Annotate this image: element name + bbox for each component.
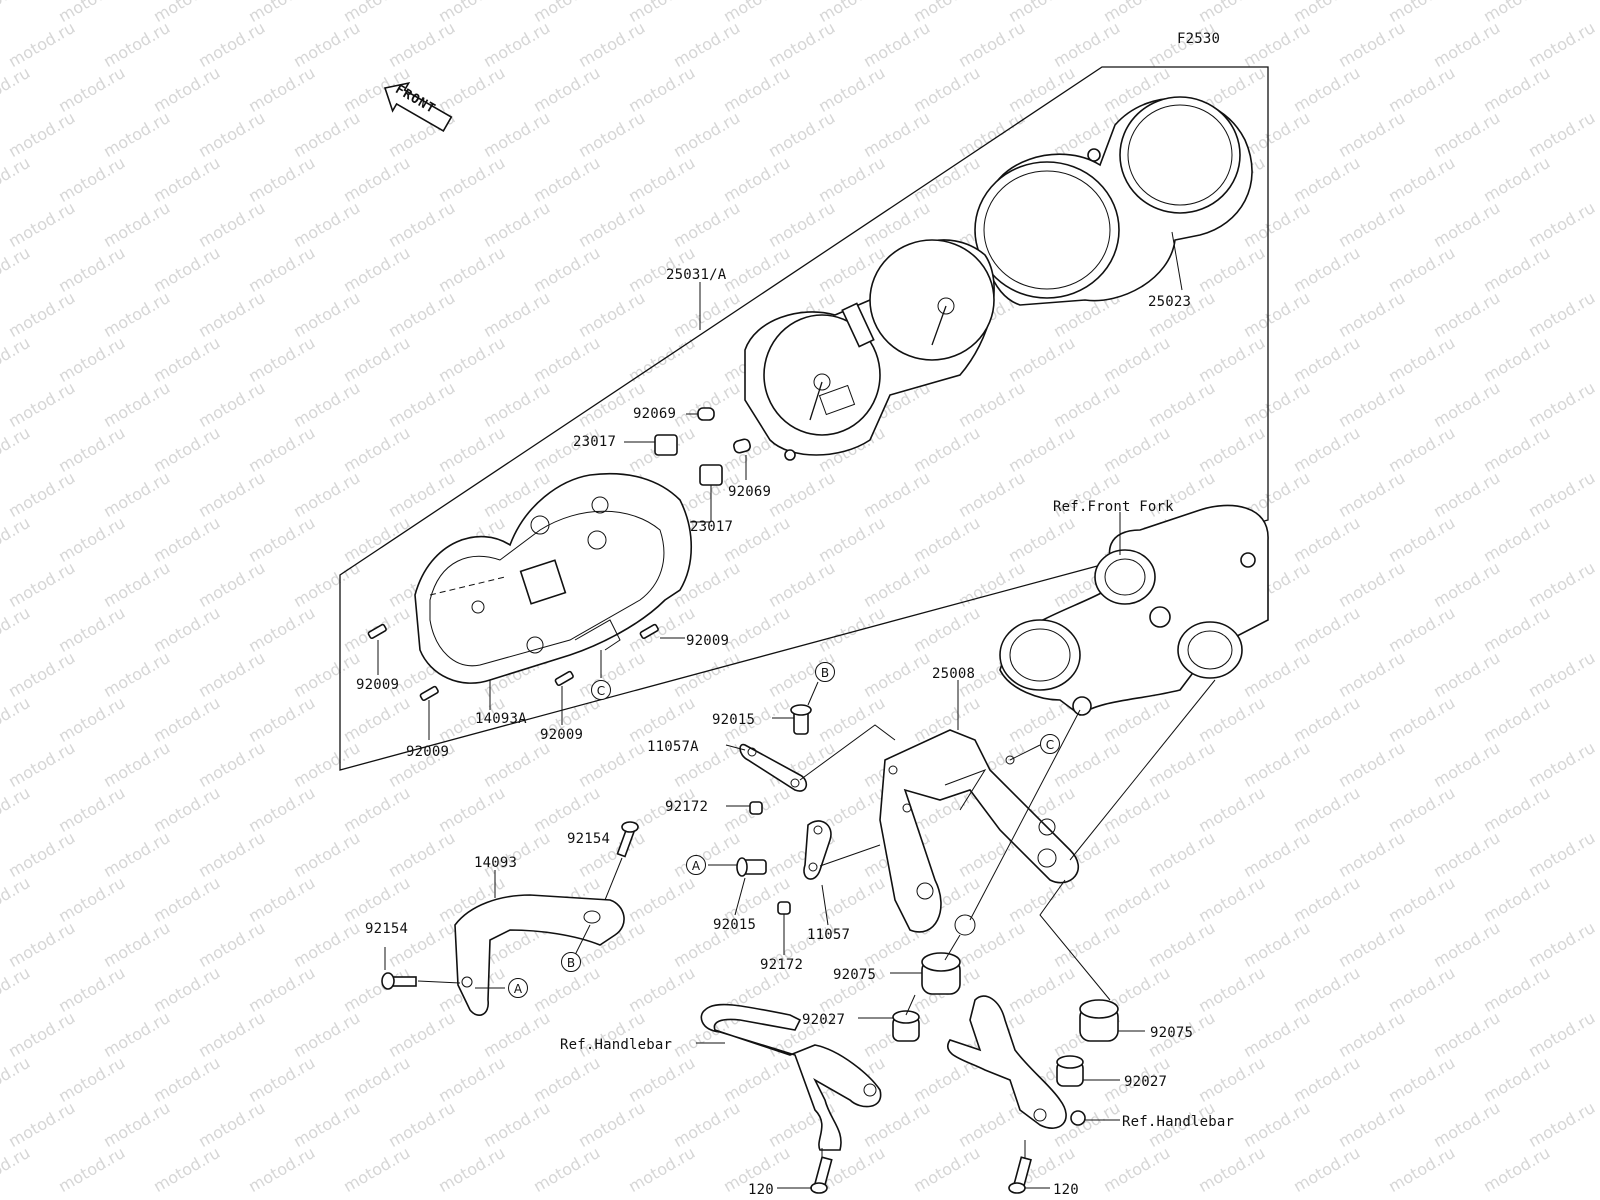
screw-92009-lower <box>419 685 439 702</box>
screw-92009-left <box>367 623 387 640</box>
socket-23017-top <box>654 434 678 456</box>
gauge-cover-25023 <box>974 96 1253 306</box>
screw-92172-bottom <box>777 901 791 915</box>
part-92009-left[interactable]: 92009 <box>356 677 400 693</box>
handlebar-holder-left <box>700 1003 882 1151</box>
part-92009-right[interactable]: 92009 <box>686 633 730 649</box>
part-120-left[interactable]: 120 <box>748 1182 774 1198</box>
callout-c-bracket[interactable]: C <box>1040 734 1060 754</box>
callout-a-collar[interactable]: A <box>686 855 706 875</box>
part-23017-bottom[interactable]: 23017 <box>690 519 734 535</box>
plate-11057 <box>803 820 832 880</box>
part-14093A[interactable]: 14093A <box>475 711 527 727</box>
collar-92015-bottom <box>736 857 767 877</box>
screw-92172-top <box>749 801 763 815</box>
collar-92027-left <box>892 1010 920 1042</box>
part-92009-lower[interactable]: 92009 <box>406 744 450 760</box>
part-92009-center[interactable]: 92009 <box>540 727 584 743</box>
collar-92015-top <box>790 704 812 735</box>
part-92027-left[interactable]: 92027 <box>802 1012 846 1028</box>
meter-bracket-25008 <box>879 729 1079 936</box>
bulb-92069-top <box>697 407 715 421</box>
part-92172-bottom[interactable]: 92172 <box>760 957 804 973</box>
part-11057A[interactable]: 11057A <box>647 739 699 755</box>
part-92075-left[interactable]: 92075 <box>833 967 877 983</box>
callout-c-case[interactable]: C <box>591 680 611 700</box>
callout-a-bracket[interactable]: A <box>508 978 528 998</box>
part-92027-right[interactable]: 92027 <box>1124 1074 1168 1090</box>
front-fork-clamp <box>999 504 1269 716</box>
part-25008[interactable]: 25008 <box>932 666 976 682</box>
part-14093[interactable]: 14093 <box>474 855 518 871</box>
meter-case-14093A <box>414 472 693 684</box>
handlebar-holder-right <box>947 995 1086 1129</box>
bolt-120-right <box>1008 1156 1032 1194</box>
part-92154-top[interactable]: 92154 <box>567 831 611 847</box>
bracket-14093 <box>454 894 625 1016</box>
part-92015-top[interactable]: 92015 <box>712 712 756 728</box>
screw-92154-left <box>381 972 417 990</box>
screw-92009-center <box>554 670 574 687</box>
callout-b-top[interactable]: B <box>815 662 835 682</box>
diagram-id: F2530 <box>1177 31 1221 47</box>
part-23017-top[interactable]: 23017 <box>573 434 617 450</box>
ref-front-fork[interactable]: Ref.Front Fork <box>1053 499 1174 515</box>
screw-92154-top <box>616 821 639 858</box>
assembly-boundary <box>339 66 1269 771</box>
callout-b-bottom[interactable]: B <box>561 952 581 972</box>
part-25031A[interactable]: 25031/A <box>666 267 727 283</box>
part-25023[interactable]: 25023 <box>1148 294 1192 310</box>
part-92154-left[interactable]: 92154 <box>365 921 409 937</box>
socket-23017-bottom <box>699 464 723 486</box>
collar-92027-right <box>1056 1055 1084 1087</box>
ref-handlebar-right[interactable]: Ref.Handlebar <box>1122 1114 1235 1130</box>
part-120-right[interactable]: 120 <box>1053 1182 1079 1198</box>
part-92075-right[interactable]: 92075 <box>1150 1025 1194 1041</box>
part-92015-bottom[interactable]: 92015 <box>713 917 757 933</box>
damper-92075-right <box>1079 999 1119 1042</box>
part-11057[interactable]: 11057 <box>807 927 851 943</box>
screw-92009-right <box>639 623 659 640</box>
plate-11057A <box>739 743 808 792</box>
front-arrow-icon <box>383 82 453 133</box>
ref-handlebar-left[interactable]: Ref.Handlebar <box>560 1037 673 1053</box>
meter-body-25031 <box>744 239 995 461</box>
damper-92075-left <box>921 952 961 995</box>
part-92069-top[interactable]: 92069 <box>633 406 677 422</box>
part-92172-top[interactable]: 92172 <box>665 799 709 815</box>
part-92069-bottom[interactable]: 92069 <box>728 484 772 500</box>
bolt-120-left <box>810 1156 833 1194</box>
bulb-92069-bottom <box>733 438 751 454</box>
